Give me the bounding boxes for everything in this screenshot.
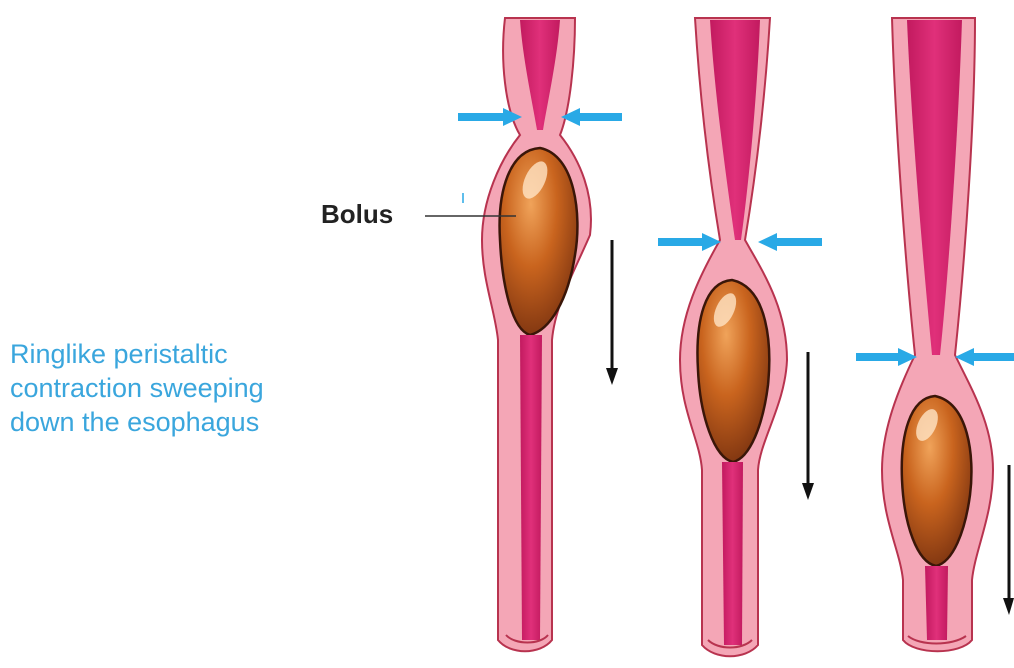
peristalsis-caption: Ringlike peristaltic contraction sweepin… (10, 337, 370, 439)
esophagus-stage-3 (856, 18, 1014, 651)
caption-line-1: Ringlike peristaltic (10, 337, 370, 371)
movement-arrow-1 (606, 240, 618, 385)
esophagus-lumen-lower (722, 462, 743, 645)
caption-line-3: down the esophagus (10, 405, 370, 439)
esophagus-stage-2 (658, 18, 822, 656)
esophagus-stage-1 (458, 18, 622, 651)
movement-arrow-3 (1003, 465, 1014, 615)
caption-line-2: contraction sweeping (10, 371, 370, 405)
movement-arrow-2 (802, 352, 814, 500)
esophagus-lumen-lower (520, 335, 542, 640)
esophagus-lumen-lower (925, 566, 948, 640)
bolus-label: Bolus (321, 199, 393, 230)
